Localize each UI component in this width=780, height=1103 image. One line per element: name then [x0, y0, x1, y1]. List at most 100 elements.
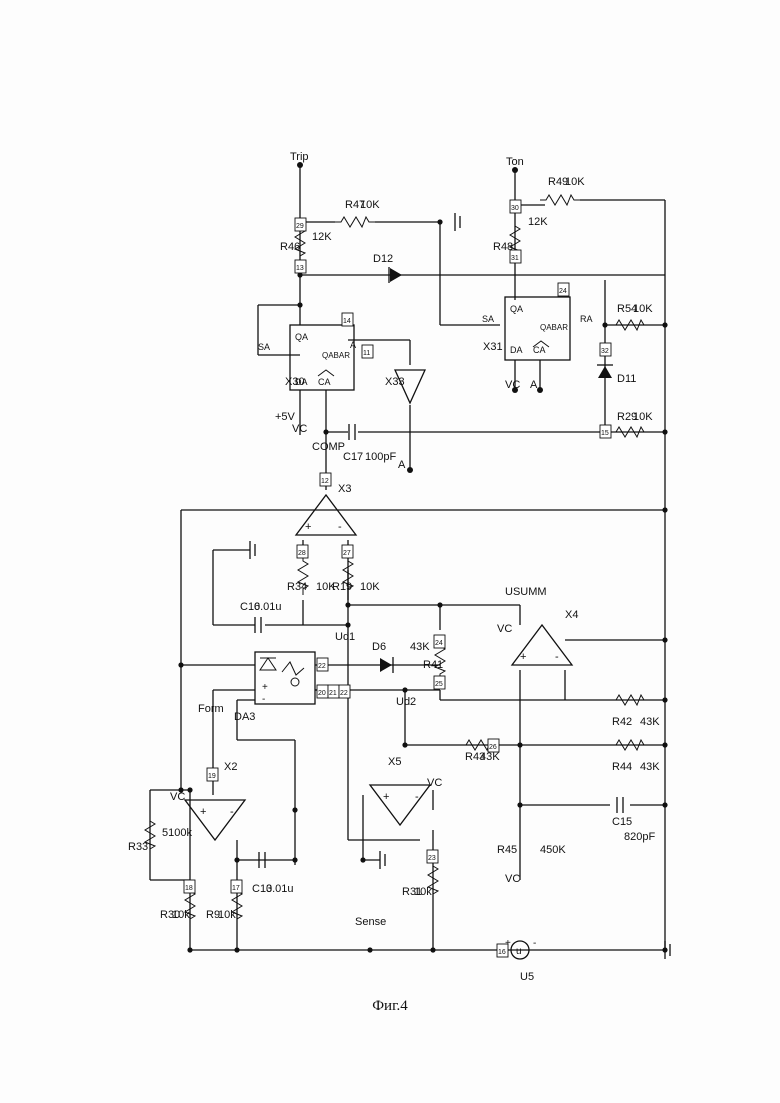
svg-text:Trip: Trip — [290, 151, 309, 163]
svg-text:VC: VC — [505, 379, 520, 391]
svg-text:U5: U5 — [520, 971, 534, 983]
svg-text:15: 15 — [601, 430, 609, 437]
svg-text:-: - — [262, 694, 265, 705]
svg-text:-: - — [230, 806, 234, 818]
svg-text:0.01u: 0.01u — [266, 883, 294, 895]
buffer-x33: X33 — [385, 370, 425, 403]
svg-text:10K: 10K — [360, 581, 380, 593]
svg-text:R19: R19 — [332, 581, 352, 593]
svg-text:23: 23 — [428, 855, 436, 862]
svg-text:DA3: DA3 — [234, 711, 255, 723]
svg-text:Ton: Ton — [506, 156, 524, 168]
svg-text:X31: X31 — [483, 341, 503, 353]
optocoupler-da3: + - DA3 — [234, 652, 315, 723]
svg-text:+: + — [200, 806, 206, 818]
svg-text:32: 32 — [601, 348, 609, 355]
svg-text:Form: Form — [198, 703, 224, 715]
diode-d12: D12 — [373, 253, 402, 283]
svg-text:28: 28 — [298, 550, 306, 557]
svg-text:14: 14 — [343, 318, 351, 325]
svg-text:22: 22 — [340, 690, 348, 697]
svg-text:21: 21 — [329, 690, 337, 697]
svg-text:X4: X4 — [565, 609, 578, 621]
svg-text:X2: X2 — [224, 761, 237, 773]
svg-text:R34: R34 — [287, 581, 307, 593]
opamp-x3: + - X3 — [296, 483, 356, 535]
svg-text:VC: VC — [292, 423, 307, 435]
svg-text:+: + — [305, 521, 311, 533]
svg-text:+5V: +5V — [275, 411, 296, 423]
opamp-x5: + - X5 — [370, 756, 430, 825]
svg-text:10k: 10k — [218, 909, 236, 921]
svg-text:C15: C15 — [612, 816, 632, 828]
svg-text:QA: QA — [510, 304, 523, 314]
svg-text:43K: 43K — [640, 761, 660, 773]
svg-text:12K: 12K — [528, 216, 548, 228]
svg-text:R42: R42 — [612, 716, 632, 728]
svg-text:CA: CA — [533, 345, 546, 355]
svg-text:10K: 10K — [360, 199, 380, 211]
svg-text:18: 18 — [185, 885, 193, 892]
svg-text:0.01u: 0.01u — [254, 601, 282, 613]
svg-text:Sense: Sense — [355, 916, 386, 928]
svg-text:10k: 10k — [172, 909, 190, 921]
svg-text:11: 11 — [363, 350, 370, 357]
svg-text:+: + — [262, 682, 268, 693]
svg-text:QA: QA — [295, 332, 308, 342]
svg-text:20: 20 — [318, 690, 326, 697]
diode-d6: D6 — [372, 641, 393, 673]
svg-text:31: 31 — [511, 255, 519, 262]
svg-text:D11: D11 — [617, 373, 636, 385]
svg-text:43K: 43K — [640, 716, 660, 728]
net-labels: Trip Ton Sense Form COMP USUMM Ud1 Ud2 +… — [170, 151, 547, 928]
flipflop-x31: QA DA CA QABAR SA RA X31 — [482, 297, 593, 360]
svg-text:R48: R48 — [493, 241, 513, 253]
figure-caption: Фиг.4 — [0, 998, 780, 1015]
svg-text:17: 17 — [232, 885, 240, 892]
svg-text:QABAR: QABAR — [540, 323, 568, 332]
svg-text:24: 24 — [559, 288, 567, 295]
svg-text:VC: VC — [170, 791, 185, 803]
svg-text:SA: SA — [258, 342, 270, 352]
svg-text:-: - — [533, 938, 536, 949]
svg-text:R45: R45 — [497, 844, 517, 856]
svg-text:450K: 450K — [540, 844, 566, 856]
svg-text:5100k: 5100k — [162, 827, 192, 839]
svg-text:29: 29 — [296, 223, 304, 230]
svg-text:COMP: COMP — [312, 441, 345, 453]
svg-text:D6: D6 — [372, 641, 386, 653]
svg-text:A: A — [350, 340, 356, 350]
svg-text:X33: X33 — [385, 376, 405, 388]
svg-text:100pF: 100pF — [365, 451, 396, 463]
flipflop-x30: QA DA CA QABAR SA A X30 — [258, 325, 356, 390]
svg-text:25: 25 — [435, 681, 443, 688]
svg-text:+: + — [520, 651, 526, 663]
opamp-x4: + - X4 — [512, 609, 578, 665]
svg-text:RA: RA — [580, 314, 593, 324]
svg-text:X30: X30 — [285, 376, 305, 388]
svg-text:-: - — [338, 521, 342, 533]
svg-text:R33: R33 — [128, 841, 148, 853]
diode-d11: D11 — [597, 365, 636, 385]
svg-text:Ud1: Ud1 — [335, 631, 355, 643]
junction-dots — [178, 162, 667, 953]
svg-text:10k: 10k — [414, 886, 432, 898]
svg-text:12K: 12K — [312, 231, 332, 243]
svg-text:USUMM: USUMM — [505, 586, 547, 598]
svg-text:24: 24 — [435, 640, 443, 647]
svg-text:43K: 43K — [410, 641, 430, 653]
svg-text:43K: 43K — [480, 751, 500, 763]
svg-text:820pF: 820pF — [624, 831, 655, 843]
svg-text:X5: X5 — [388, 756, 401, 768]
svg-text:26: 26 — [489, 744, 497, 751]
svg-text:VC: VC — [497, 623, 512, 635]
voltage-source-u5: u + - U5 — [505, 938, 536, 983]
svg-text:VC: VC — [505, 873, 520, 885]
svg-text:DA: DA — [510, 345, 523, 355]
svg-text:VC: VC — [427, 777, 442, 789]
svg-text:A: A — [398, 459, 406, 471]
svg-text:27: 27 — [343, 550, 351, 557]
svg-text:+: + — [383, 791, 389, 803]
